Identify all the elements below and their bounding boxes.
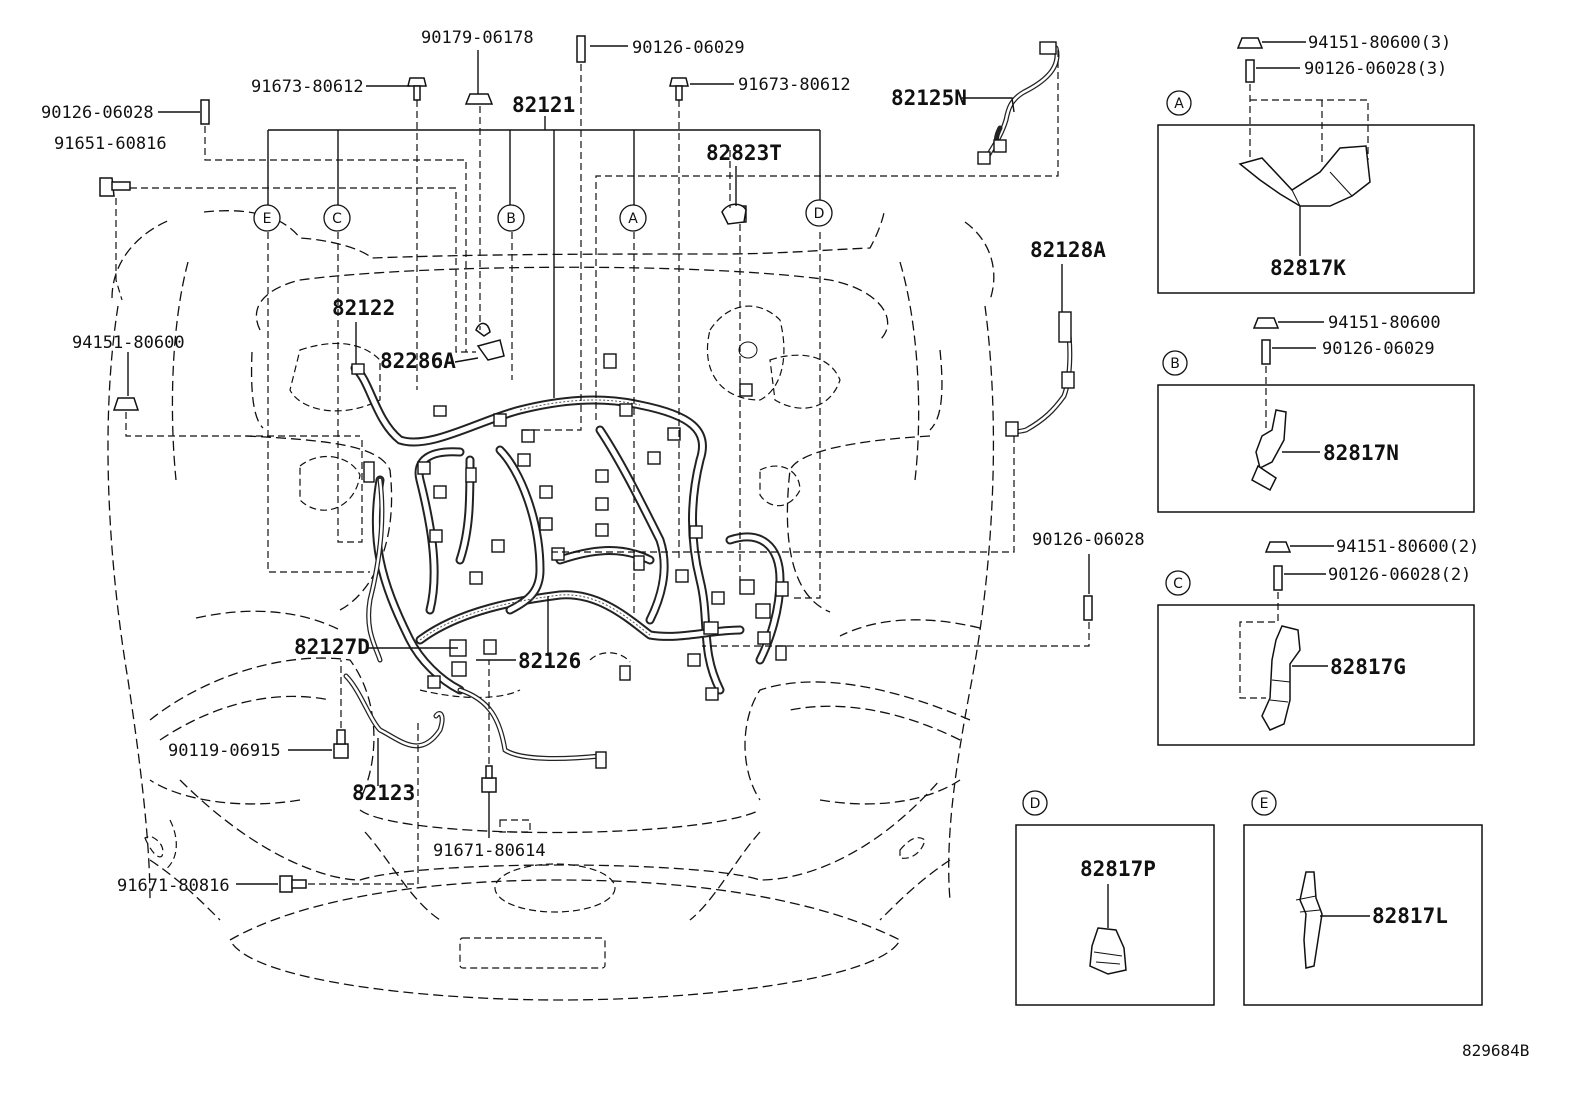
label-82127D: 82127D — [294, 635, 370, 659]
label-91671-80816: 91671-80816 — [117, 876, 230, 896]
detail-C-box — [1157, 604, 1475, 746]
detail-C: 94151-80600(2) 90126-06028(2) C 82817G — [1157, 537, 1479, 746]
detail-A: 94151-80600(3) 90126-06028(3) A 82817K — [1157, 33, 1475, 294]
detail-D-box — [1015, 824, 1215, 1006]
detail-A-circle — [1166, 90, 1192, 116]
detail-E-part-label: 82817L — [1372, 904, 1448, 928]
callout-C: C — [323, 204, 351, 232]
engine-wire-harness — [350, 205, 789, 701]
harness-connectors — [351, 205, 789, 701]
detail-C-nut-label: 94151-80600(2) — [1336, 537, 1479, 557]
label-90126-06028-mid: 90126-06028 — [1032, 530, 1145, 550]
detail-D: D 82817P — [1015, 790, 1215, 1006]
detail-C-circle — [1165, 570, 1191, 596]
svg-text:D: D — [1030, 796, 1041, 812]
callout-D: D — [805, 199, 833, 227]
svg-text:C: C — [1173, 576, 1183, 592]
label-91673-80612-b: 91673-80612 — [738, 75, 851, 95]
detail-B: 94151-80600 90126-06029 B 82817N — [1157, 313, 1475, 513]
detail-C-part-label: 82817G — [1330, 655, 1406, 679]
svg-text:C: C — [332, 211, 342, 227]
label-90126-06029: 90126-06029 — [632, 38, 745, 58]
label-82123: 82123 — [352, 781, 415, 805]
main-labels: 90179-06178 90126-06029 91673-80612 9167… — [41, 28, 1145, 896]
detail-E-box — [1243, 824, 1483, 1006]
bracket-82286A — [476, 339, 505, 361]
detail-E-circle — [1251, 790, 1277, 816]
clamp-82823T — [721, 203, 747, 225]
bracket-82817L — [1299, 871, 1323, 969]
label-82125N: 82125N — [891, 86, 967, 110]
callout-B: B — [497, 204, 525, 232]
callout-A: A — [619, 204, 647, 232]
label-90126-06028-left: 90126-06028 — [41, 103, 154, 123]
detail-B-circle — [1162, 350, 1188, 376]
label-82122: 82122 — [332, 296, 395, 320]
leader-lines — [115, 45, 1090, 885]
svg-text:E: E — [1260, 796, 1269, 812]
harness-82128A — [1005, 311, 1075, 437]
svg-text:A: A — [1174, 96, 1184, 112]
label-91673-80612-a: 91673-80612 — [251, 77, 364, 97]
callout-E: E — [253, 204, 281, 232]
callout-circles: E C B A D — [253, 199, 833, 232]
detail-A-nut-label: 94151-80600(3) — [1308, 33, 1451, 53]
bracket-82817G — [1261, 625, 1301, 731]
svg-text:B: B — [506, 211, 516, 227]
label-82128A: 82128A — [1030, 238, 1106, 262]
detail-A-part-label: 82817K — [1270, 256, 1346, 280]
svg-text:E: E — [263, 211, 272, 227]
label-82126: 82126 — [518, 649, 581, 673]
detail-A-stud-label: 90126-06028(3) — [1304, 59, 1447, 79]
vehicle-body-outline — [107, 210, 995, 1001]
label-82121: 82121 — [512, 93, 575, 117]
label-91671-80614: 91671-80614 — [433, 841, 546, 861]
detail-D-part-label: 82817P — [1080, 857, 1156, 881]
detail-A-box — [1157, 124, 1475, 294]
detail-B-box — [1157, 384, 1475, 513]
label-91651-60816: 91651-60816 — [54, 134, 167, 154]
detail-B-stud-label: 90126-06029 — [1322, 339, 1435, 359]
detail-B-nut-label: 94151-80600 — [1328, 313, 1441, 333]
label-94151-80600-left: 94151-80600 — [72, 333, 185, 353]
reference-number: 829684B — [1462, 1041, 1529, 1060]
bracket-82286A-b — [475, 322, 491, 337]
harness-82125N — [977, 41, 1060, 165]
label-90119-06915: 90119-06915 — [168, 741, 281, 761]
detail-C-stud-label: 90126-06028(2) — [1328, 565, 1471, 585]
label-90179-06178: 90179-06178 — [421, 28, 534, 48]
svg-text:D: D — [814, 206, 825, 222]
detail-E: E 82817L — [1243, 790, 1483, 1006]
harness-82126-wire — [457, 687, 607, 769]
label-82823T: 82823T — [706, 141, 782, 165]
label-82286A: 82286A — [380, 349, 456, 373]
harness-82123-wire — [343, 673, 445, 749]
detail-D-circle — [1022, 790, 1048, 816]
detail-B-part-label: 82817N — [1323, 441, 1399, 465]
svg-text:B: B — [1170, 356, 1180, 372]
svg-text:A: A — [628, 211, 638, 227]
